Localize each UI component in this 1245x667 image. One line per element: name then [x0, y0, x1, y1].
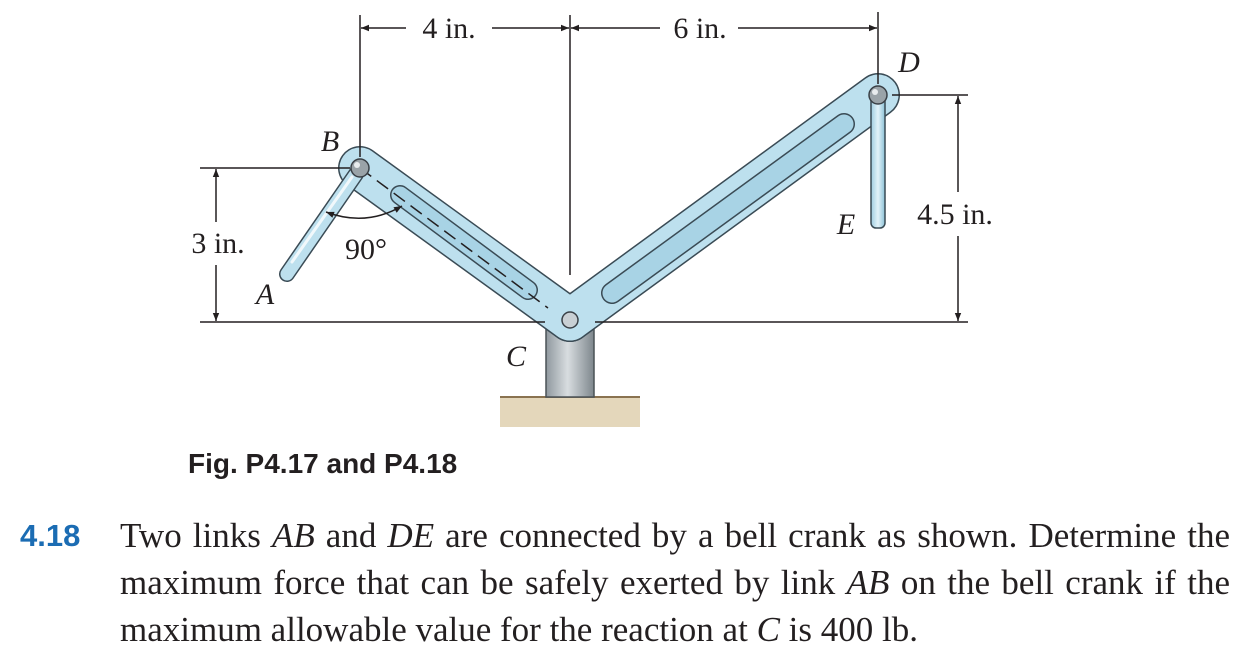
dim-label-6in: 6 in. — [673, 12, 726, 45]
dim-label-4in: 4 in. — [422, 12, 475, 45]
pin-b — [350, 158, 370, 178]
point-label-c: C — [506, 340, 527, 373]
problem-text-part: Two links — [120, 516, 272, 555]
problem-text-part: is 400 lb. — [779, 610, 918, 649]
ground-base — [500, 396, 640, 427]
bell-crank — [338, 73, 900, 342]
link-ab — [279, 166, 364, 282]
problem-text-part: on the bell crank if the maximum allowab… — [120, 563, 1230, 649]
point-label-b: B — [321, 125, 339, 158]
problem-link-ab: AB — [846, 563, 890, 602]
angle-label: 90° — [345, 233, 387, 266]
dimension-lines — [212, 24, 962, 321]
dim-label-3in: 3 in. — [191, 227, 244, 260]
dashed-line-bc — [359, 167, 549, 309]
problem-text: Two links AB and DE are connected by a b… — [120, 512, 1230, 653]
figure-caption: Fig. P4.17 and P4.18 — [188, 448, 458, 479]
point-label-d: D — [897, 46, 920, 79]
problem-link-de: DE — [387, 516, 435, 555]
angle-arc — [325, 205, 403, 219]
point-label-e: E — [836, 208, 855, 241]
problem-text-part: and — [314, 516, 388, 555]
pin-d — [868, 85, 888, 105]
point-label-a: A — [254, 278, 275, 311]
problem-link-ab: AB — [271, 516, 315, 555]
problem-text-part: are connected by a bell crank as shown. … — [120, 516, 1230, 602]
dim-label-4-5in: 4.5 in. — [917, 198, 993, 231]
link-de — [870, 94, 886, 229]
bell-crank-figure: 4 in. 6 in. 3 in. 4.5 in. 90° A B C D E — [191, 12, 993, 427]
reference-lines — [200, 12, 968, 323]
pin-c — [561, 311, 579, 329]
problem-point-c: C — [756, 610, 780, 649]
problem-number: 4.18 — [20, 518, 81, 553]
